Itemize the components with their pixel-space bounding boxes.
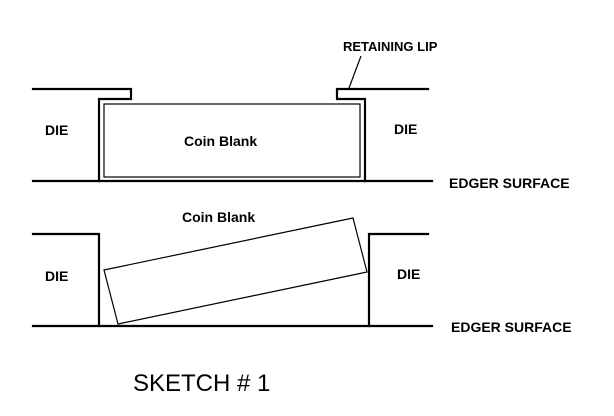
bottom-edger-surface-label: EDGER SURFACE <box>451 319 572 335</box>
bottom-left-die-outline <box>31 232 101 328</box>
top-left-die-outline <box>31 87 133 183</box>
bottom-right-die-outline <box>367 232 430 328</box>
bottom-sketch: Coin Blank DIE DIE EDGER SURFACE <box>31 209 572 335</box>
top-right-die-outline <box>335 87 430 183</box>
bottom-left-die-label: DIE <box>45 268 68 284</box>
top-left-die-label: DIE <box>45 122 68 138</box>
bottom-coin-blank-shape <box>103 217 368 325</box>
top-edger-surface-label: EDGER SURFACE <box>449 175 570 191</box>
top-coin-blank-label: Coin Blank <box>184 133 257 149</box>
bottom-coin-blank-label: Coin Blank <box>182 209 255 225</box>
top-right-die-label: DIE <box>394 121 417 137</box>
bottom-right-die-label: DIE <box>397 266 420 282</box>
retaining-lip-label: RETAINING LIP <box>343 39 438 54</box>
retaining-lip-leader-line <box>348 55 362 89</box>
top-sketch: RETAINING LIP DIE DIE Coin Blank EDGER S… <box>31 39 570 191</box>
sketch-title: SKETCH # 1 <box>133 370 270 397</box>
top-coin-blank-shape <box>103 103 361 178</box>
